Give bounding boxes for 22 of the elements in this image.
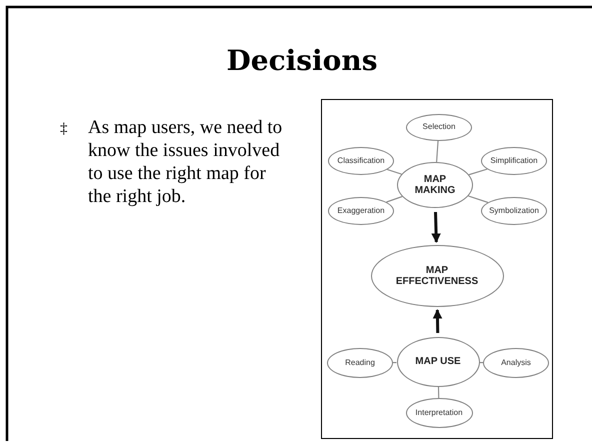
connector-line [468,168,488,176]
bullet-text: As map users, we need to know the issues involved to use the right map for the right job. [88,116,284,208]
node-label: Interpretation [415,408,463,418]
node-label: MAP MAKING [414,174,456,196]
connector-line [438,387,440,398]
connector-line [387,168,402,175]
node-label: Reading [345,358,375,368]
node-label: MAP EFFECTIVENESS [394,264,480,288]
connector-line [468,195,488,203]
slide-title: Decisions [226,44,378,77]
bullet-mark: ‡ [60,120,68,139]
node-label: Simplification [490,156,538,166]
node-label: Exaggeration [337,206,385,216]
connector-line [386,196,402,203]
arrow [431,212,441,243]
node-label: Classification [337,156,385,166]
node-label: Symbolization [489,206,539,216]
node-label: MAP USE [415,356,461,368]
node-label: Selection [422,122,456,132]
arrow [432,309,442,334]
node-label: Analysis [501,358,531,368]
connector-line [436,140,439,162]
